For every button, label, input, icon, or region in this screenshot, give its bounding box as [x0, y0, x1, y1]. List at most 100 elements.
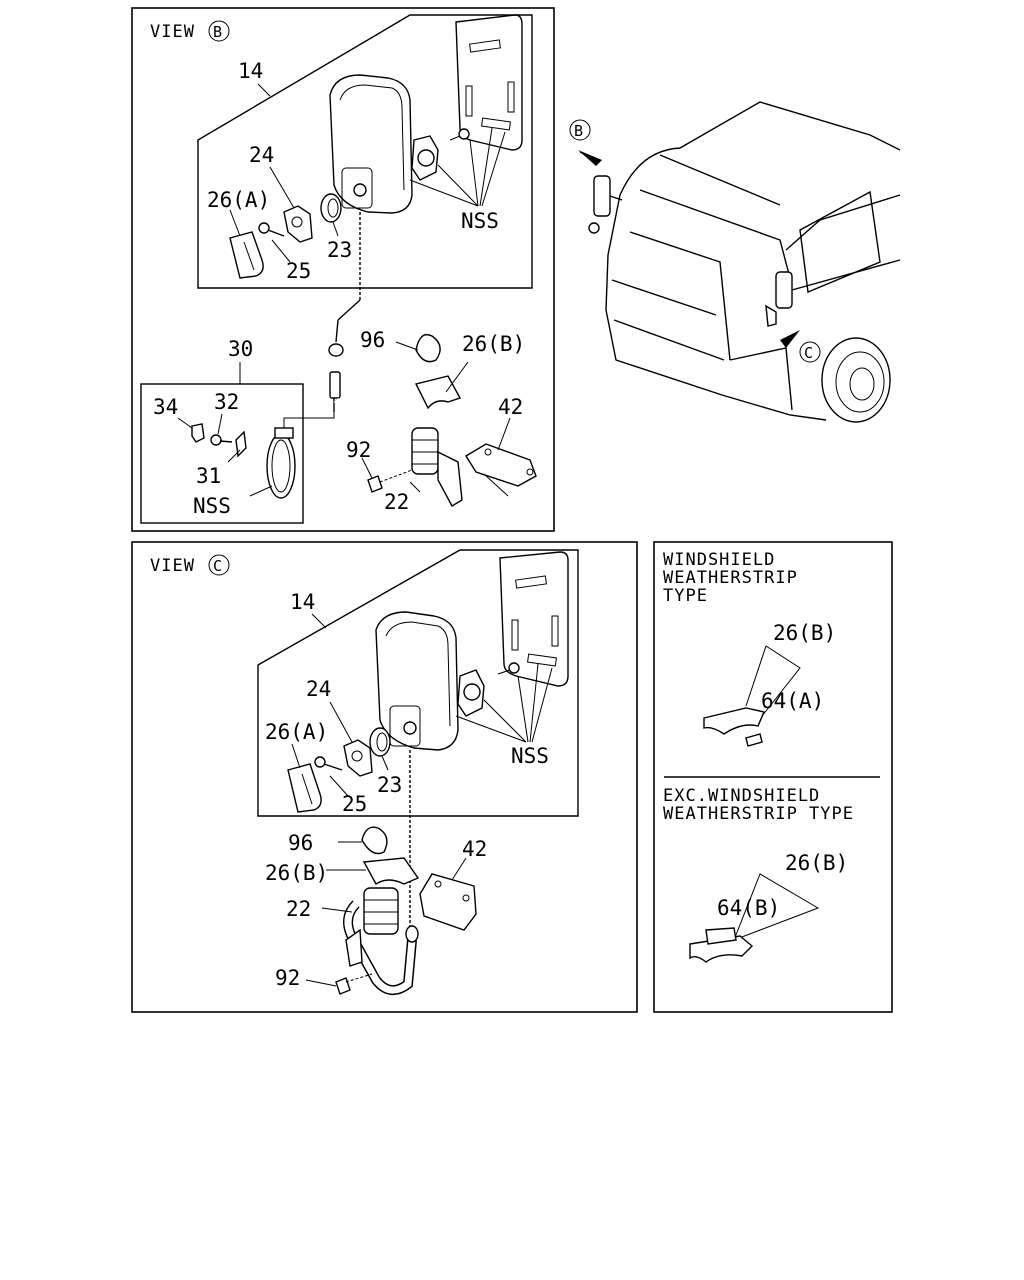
view-b-part-26a [229, 231, 264, 279]
view-b-nss-leaders [409, 127, 506, 207]
view-b-part-32 [210, 434, 233, 446]
view-c-label-14: 14 [290, 590, 315, 614]
view-b-label-23: 23 [327, 238, 352, 262]
variant-type1-title-line2: WEATHERSTRIP [663, 568, 798, 588]
view-b-panel: VIEW B [131, 7, 555, 532]
variant-panel-frame [653, 541, 893, 1013]
view-c-title: VIEW [150, 556, 195, 576]
view-b-ring-mirror [266, 427, 296, 499]
variant-type2-part-26b [689, 873, 820, 963]
view-c-label-24: 24 [306, 677, 331, 701]
view-c-label-96: 96 [288, 831, 313, 855]
view-b-label-24: 24 [249, 143, 274, 167]
view-b-arm-cable [328, 212, 361, 412]
variant-type1-part-64a [745, 733, 763, 747]
view-b-part-22 [333, 398, 463, 507]
truck-side-window [785, 194, 901, 251]
variant-type1-label-26b: 26(B) [773, 621, 836, 645]
truck-mirror-c [775, 271, 793, 309]
view-b-mirror-box [197, 14, 533, 289]
view-c-label-92: 92 [275, 966, 300, 990]
view-c-title-mark: C [213, 557, 223, 575]
view-b-mirror-head [329, 74, 413, 214]
view-c-title-mark-circle [208, 554, 230, 576]
view-b-label-30: 30 [228, 337, 253, 361]
view-c-label-26a: 26(A) [265, 720, 328, 744]
truck-mark-b-circle [569, 119, 591, 141]
view-c-mirror-box [257, 549, 579, 817]
view-c-mirror-head [375, 611, 459, 751]
view-b-frame [131, 7, 555, 532]
view-c-panel: VIEW C NSS [131, 541, 638, 1013]
truck-roof [619, 101, 901, 196]
variant-type2-title-line1: EXC.WINDSHIELD [663, 786, 820, 806]
variant-type2-label-26b: 26(B) [785, 851, 848, 875]
view-c-plate-bracket [457, 662, 520, 717]
view-b-title-mark-circle [208, 20, 230, 42]
variant-type1-title-line1: WINDSHIELD [663, 550, 775, 570]
view-c-part-26b [362, 857, 420, 886]
view-c-mirror-plate [499, 551, 569, 687]
variant-type1-title-line3: TYPE [663, 586, 708, 606]
view-b-label-14: 14 [238, 59, 263, 83]
truck-mark-b: B [574, 122, 584, 140]
view-b-part-42 [465, 443, 537, 497]
view-c-nss-leaders [455, 663, 553, 743]
truck-overview: B C [569, 101, 901, 423]
view-b-part-23 [320, 193, 342, 223]
view-c-label-22: 22 [286, 897, 311, 921]
view-b-label-26b: 26(B) [462, 332, 525, 356]
view-b-label-96: 96 [360, 328, 385, 352]
view-b-title: VIEW [150, 22, 195, 42]
view-c-part-26a [287, 763, 322, 813]
truck-front-outline [605, 194, 827, 421]
view-b-part-24 [283, 205, 313, 243]
view-b-part-96 [415, 333, 441, 363]
view-b-label-34: 34 [153, 395, 178, 419]
variant-type2-title-line2: WEATHERSTRIP TYPE [663, 804, 854, 824]
view-b-label-22: 22 [384, 490, 409, 514]
view-c-frame [131, 541, 638, 1013]
truck-front-wheel [821, 337, 891, 423]
view-b-part-30-box [140, 383, 304, 524]
view-c-part-25 [314, 756, 343, 771]
variant-type2-part-64b [705, 927, 737, 945]
view-b-plate-bracket [411, 128, 470, 181]
view-b-label-32: 32 [214, 390, 239, 414]
view-b-label-92: 92 [346, 438, 371, 462]
view-c-part-22 [343, 887, 419, 995]
view-c-label-nss: NSS [511, 744, 549, 768]
view-b-label-42: 42 [498, 395, 523, 419]
view-b-ring-link [283, 412, 335, 428]
view-b-part-25 [258, 222, 285, 237]
truck-mark-c: C [804, 344, 814, 362]
view-b-mirror-plate [455, 14, 523, 151]
variant-type1-label-64a: 64(A) [761, 689, 824, 713]
truck-windshield-top [659, 154, 781, 206]
view-b-label-31: 31 [196, 464, 221, 488]
view-b-part-26b [414, 375, 462, 410]
view-b-label-26a: 26(A) [207, 188, 270, 212]
view-c-part-92 [335, 973, 373, 995]
view-c-part-96 [361, 826, 388, 855]
variant-panel: WINDSHIELD WEATHERSTRIP TYPE 26(B) 64(A)… [653, 541, 893, 1013]
view-c-label-23: 23 [377, 773, 402, 797]
view-b-part-92 [367, 469, 413, 493]
view-b-title-mark: B [213, 23, 223, 41]
truck-mark-c-circle [799, 341, 821, 363]
truck-grille [629, 231, 731, 361]
view-b-label-nss-bottom: NSS [193, 494, 231, 518]
truck-windshield-base [639, 189, 791, 279]
view-b-part-34 [191, 423, 205, 443]
view-c-part-23 [369, 727, 391, 757]
view-c-part-24 [343, 739, 373, 777]
truck-arrow-c [780, 330, 800, 348]
view-b-part-31 [235, 430, 247, 458]
view-c-label-42: 42 [462, 837, 487, 861]
variant-type2-label-64b: 64(B) [717, 896, 780, 920]
truck-mirror-b [593, 175, 611, 217]
view-c-label-25: 25 [342, 792, 367, 816]
view-c-label-26b: 26(B) [265, 861, 328, 885]
view-c-part-42 [419, 873, 477, 931]
variant-type1-part-26b [703, 645, 801, 747]
